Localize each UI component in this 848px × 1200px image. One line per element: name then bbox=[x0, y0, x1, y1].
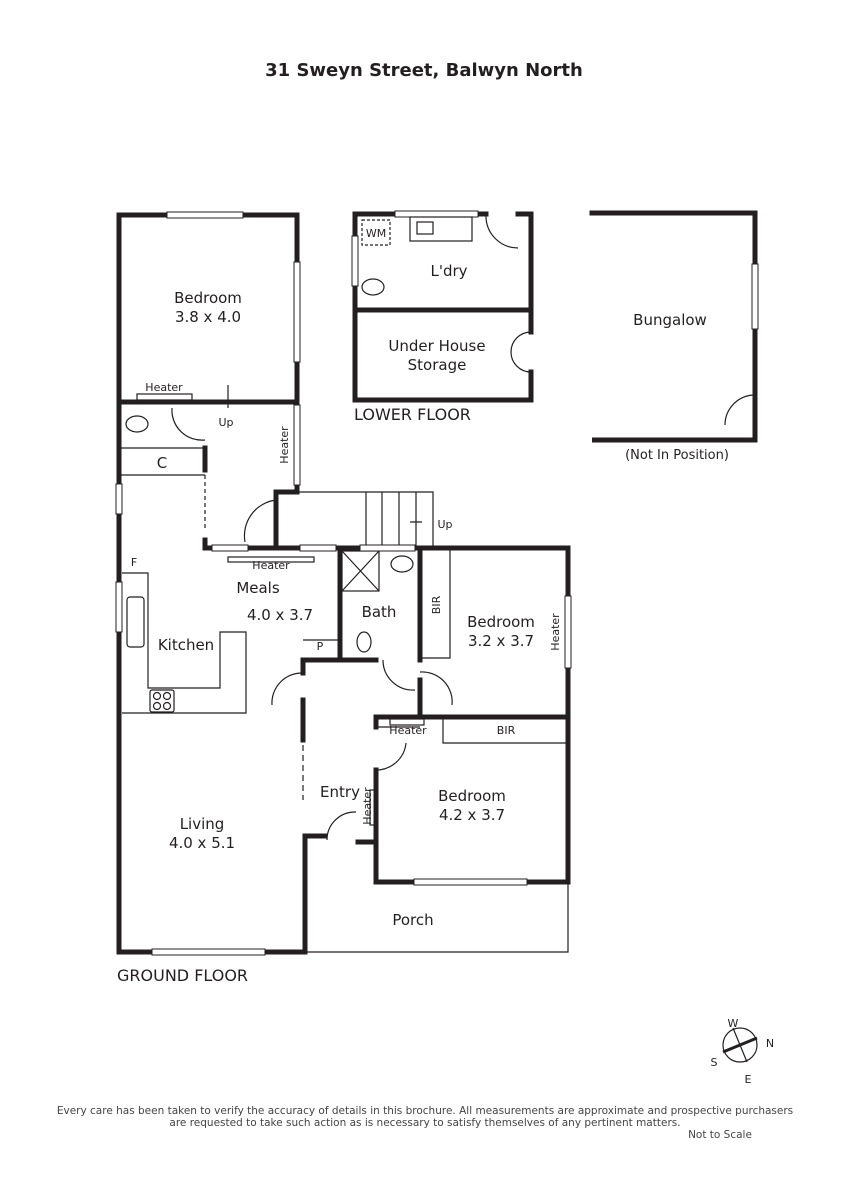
bedroom1-name: Bedroom bbox=[174, 289, 242, 307]
storage-name-line2: Storage bbox=[408, 356, 467, 374]
lower-floor-label: LOWER FLOOR bbox=[354, 405, 471, 424]
lower-floor-walls: WM bbox=[351, 210, 534, 403]
svg-text:N: N bbox=[766, 1037, 774, 1050]
heater-label: Heater bbox=[145, 381, 183, 394]
bir-label: BIR bbox=[497, 724, 516, 737]
disclaimer-line1: Every care has been taken to verify the … bbox=[57, 1105, 793, 1117]
ground-floor-walls bbox=[115, 211, 572, 956]
bedroom3-name: Bedroom bbox=[438, 787, 506, 805]
bir-label: BIR bbox=[430, 595, 443, 614]
svg-text:E: E bbox=[745, 1073, 752, 1086]
compass-icon: W N S E bbox=[711, 1017, 775, 1086]
entry-name: Entry bbox=[320, 783, 360, 801]
pantry-label: P bbox=[317, 640, 324, 653]
meals-name: Meals bbox=[236, 579, 280, 597]
meals-size: 4.0 x 3.7 bbox=[247, 606, 313, 624]
bungalow-note: (Not In Position) bbox=[625, 448, 729, 463]
washing-machine-label: WM bbox=[366, 227, 386, 240]
laundry-name: L'dry bbox=[430, 262, 467, 280]
bungalow-walls bbox=[589, 210, 759, 443]
heater-label: Heater bbox=[278, 426, 291, 464]
heater-label: Heater bbox=[252, 559, 290, 572]
heater-label: Heater bbox=[389, 724, 427, 737]
up-label: Up bbox=[218, 416, 233, 429]
storage-name-line1: Under House bbox=[388, 337, 485, 355]
bungalow-name: Bungalow bbox=[633, 311, 707, 329]
heater-label: Heater bbox=[361, 787, 374, 825]
bedroom2-name: Bedroom bbox=[467, 613, 535, 631]
kitchen-name: Kitchen bbox=[158, 636, 214, 654]
svg-text:W: W bbox=[728, 1017, 739, 1030]
porch-name: Porch bbox=[392, 911, 433, 929]
bedroom3-size: 4.2 x 3.7 bbox=[439, 806, 505, 824]
living-name: Living bbox=[180, 815, 225, 833]
disclaimer-line2: are requested to take such action as is … bbox=[169, 1117, 680, 1129]
scale-note: Not to Scale bbox=[688, 1129, 752, 1141]
closet-label: C bbox=[157, 454, 167, 472]
heater-label: Heater bbox=[549, 613, 562, 651]
svg-text:S: S bbox=[711, 1056, 718, 1069]
page-title: 31 Sweyn Street, Balwyn North bbox=[265, 60, 583, 81]
up-label: Up bbox=[437, 518, 452, 531]
ground-floor-label: GROUND FLOOR bbox=[117, 966, 248, 985]
living-size: 4.0 x 5.1 bbox=[169, 834, 235, 852]
bedroom1-size: 3.8 x 4.0 bbox=[175, 308, 241, 326]
bath-name: Bath bbox=[362, 603, 397, 621]
fridge-label: F bbox=[131, 556, 137, 569]
bedroom2-size: 3.2 x 3.7 bbox=[468, 632, 534, 650]
